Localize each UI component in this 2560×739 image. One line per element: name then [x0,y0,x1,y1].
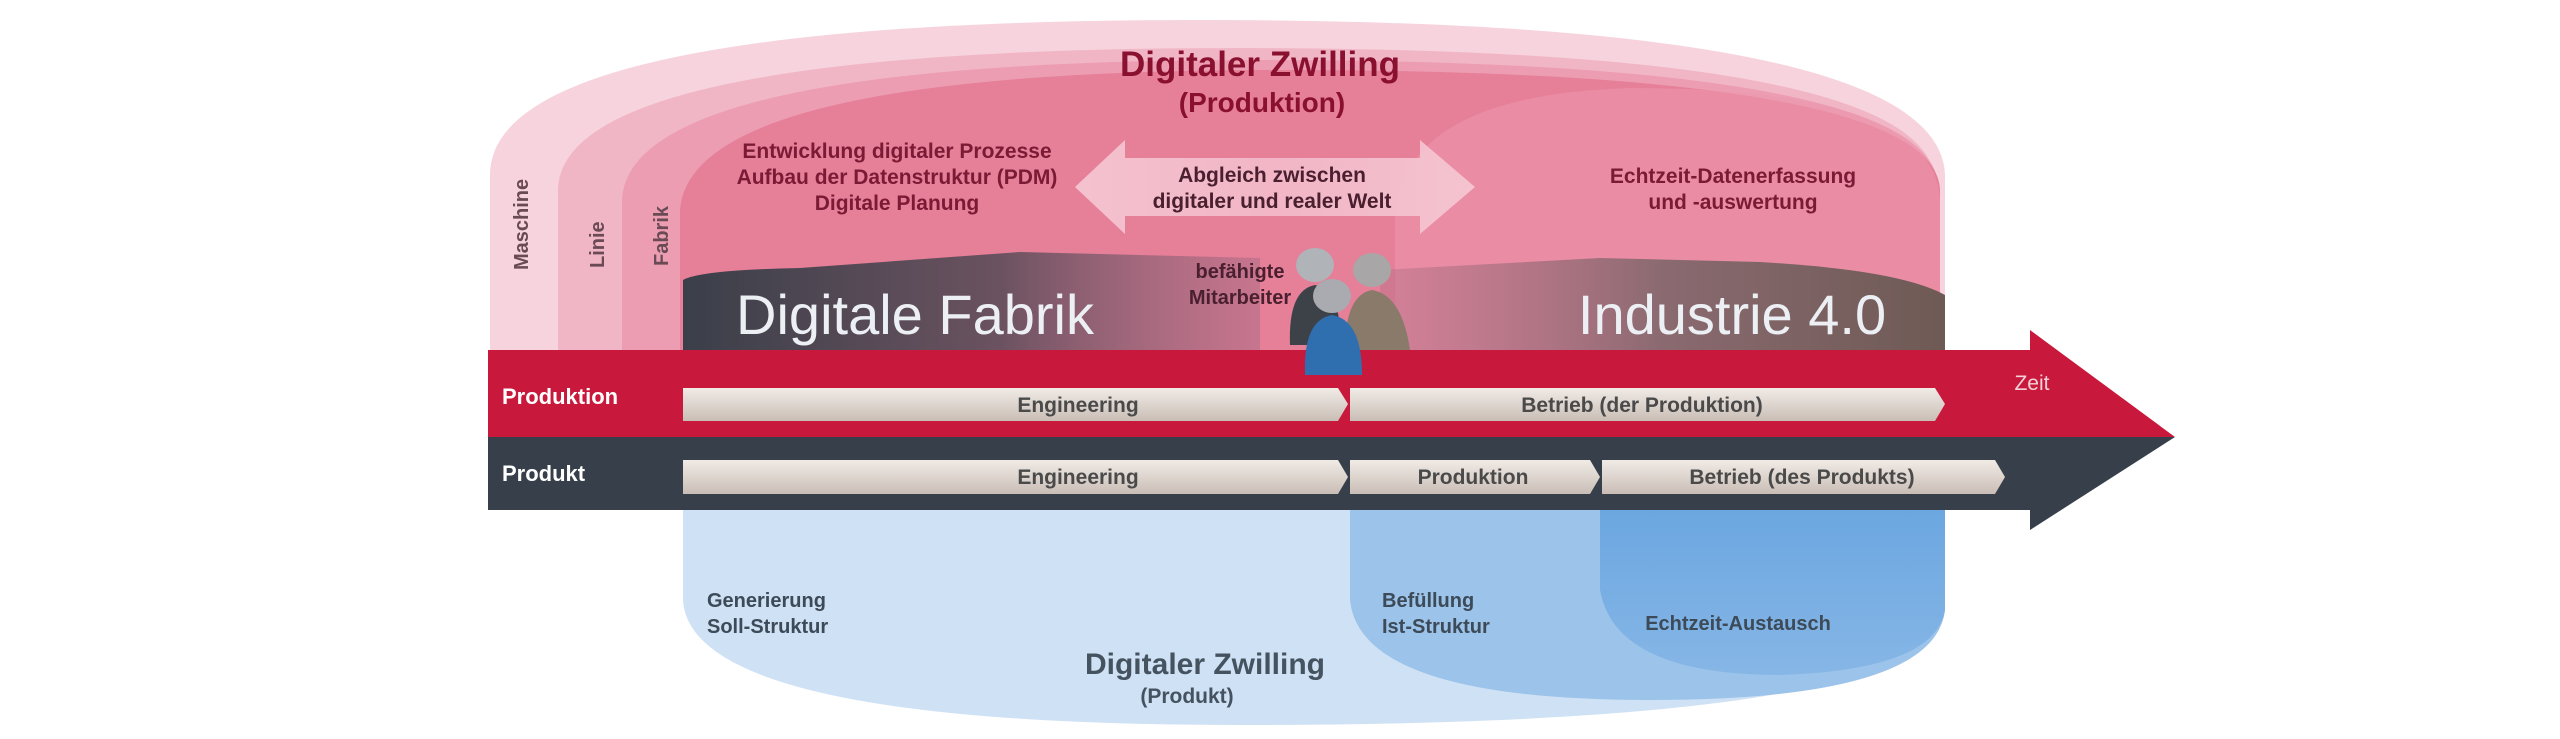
filling-line-1: Befüllung [1382,590,1474,612]
phase-product-operation [1602,460,2005,494]
realtime-exchange-label: Echtzeit-Austausch [1645,613,1831,635]
level-factory: Fabrik [651,205,673,266]
planning-line-2: Aufbau der Datenstruktur (PDM) [737,166,1058,189]
phase-product-production-label: Produktion [1418,466,1529,489]
production-twin-subtitle: (Produktion) [1179,87,1345,118]
product-twin-title: Digitaler Zwilling [1085,648,1325,681]
phase-product-production [1350,460,1600,494]
industry40-band [1380,258,1945,350]
realtime-line-2: und -auswertung [1648,191,1817,214]
industry40-label: Industrie 4.0 [1578,283,1886,346]
phase-product-operation-label: Betrieb (des Produkts) [1689,466,1914,489]
sync-double-arrow [1075,140,1475,234]
phase-production-engineering [683,388,1348,421]
production-row-label: Produktion [502,384,618,409]
production-twin-title: Digitaler Zwilling [1120,45,1400,84]
phase-production-operation [1350,388,1945,421]
digital-factory-label: Digitale Fabrik [736,283,1095,346]
sync-text-line-1: Abgleich zwischen [1178,164,1366,187]
product-twin-background [683,500,1945,725]
workers-line-1: befähigte [1196,261,1285,283]
phase-product-engineering-label: Engineering [1017,466,1138,489]
phase-production-engineering-label: Engineering [1017,394,1138,417]
phase-product-engineering [683,460,1348,494]
planning-line-3: Digitale Planung [815,192,980,215]
digital-factory-band [683,252,1260,350]
product-twin-subtitle: (Produkt) [1140,685,1233,708]
generation-line-1: Generierung [707,590,826,612]
workers-line-2: Mitarbeiter [1189,287,1291,309]
level-line: Linie [587,221,609,268]
product-row-label: Produkt [502,461,586,486]
time-label: Zeit [2014,372,2049,395]
workers-icon [1289,248,1410,375]
phase-production-operation-label: Betrieb (der Produktion) [1521,394,1763,417]
realtime-line-1: Echtzeit-Datenerfassung [1610,165,1856,188]
filling-line-2: Ist-Struktur [1382,616,1490,638]
level-machine: Maschine [511,179,533,270]
planning-line-1: Entwicklung digitaler Prozesse [742,140,1051,163]
sync-text-line-2: digitaler und realer Welt [1153,190,1392,213]
generation-line-2: Soll-Struktur [707,616,828,638]
